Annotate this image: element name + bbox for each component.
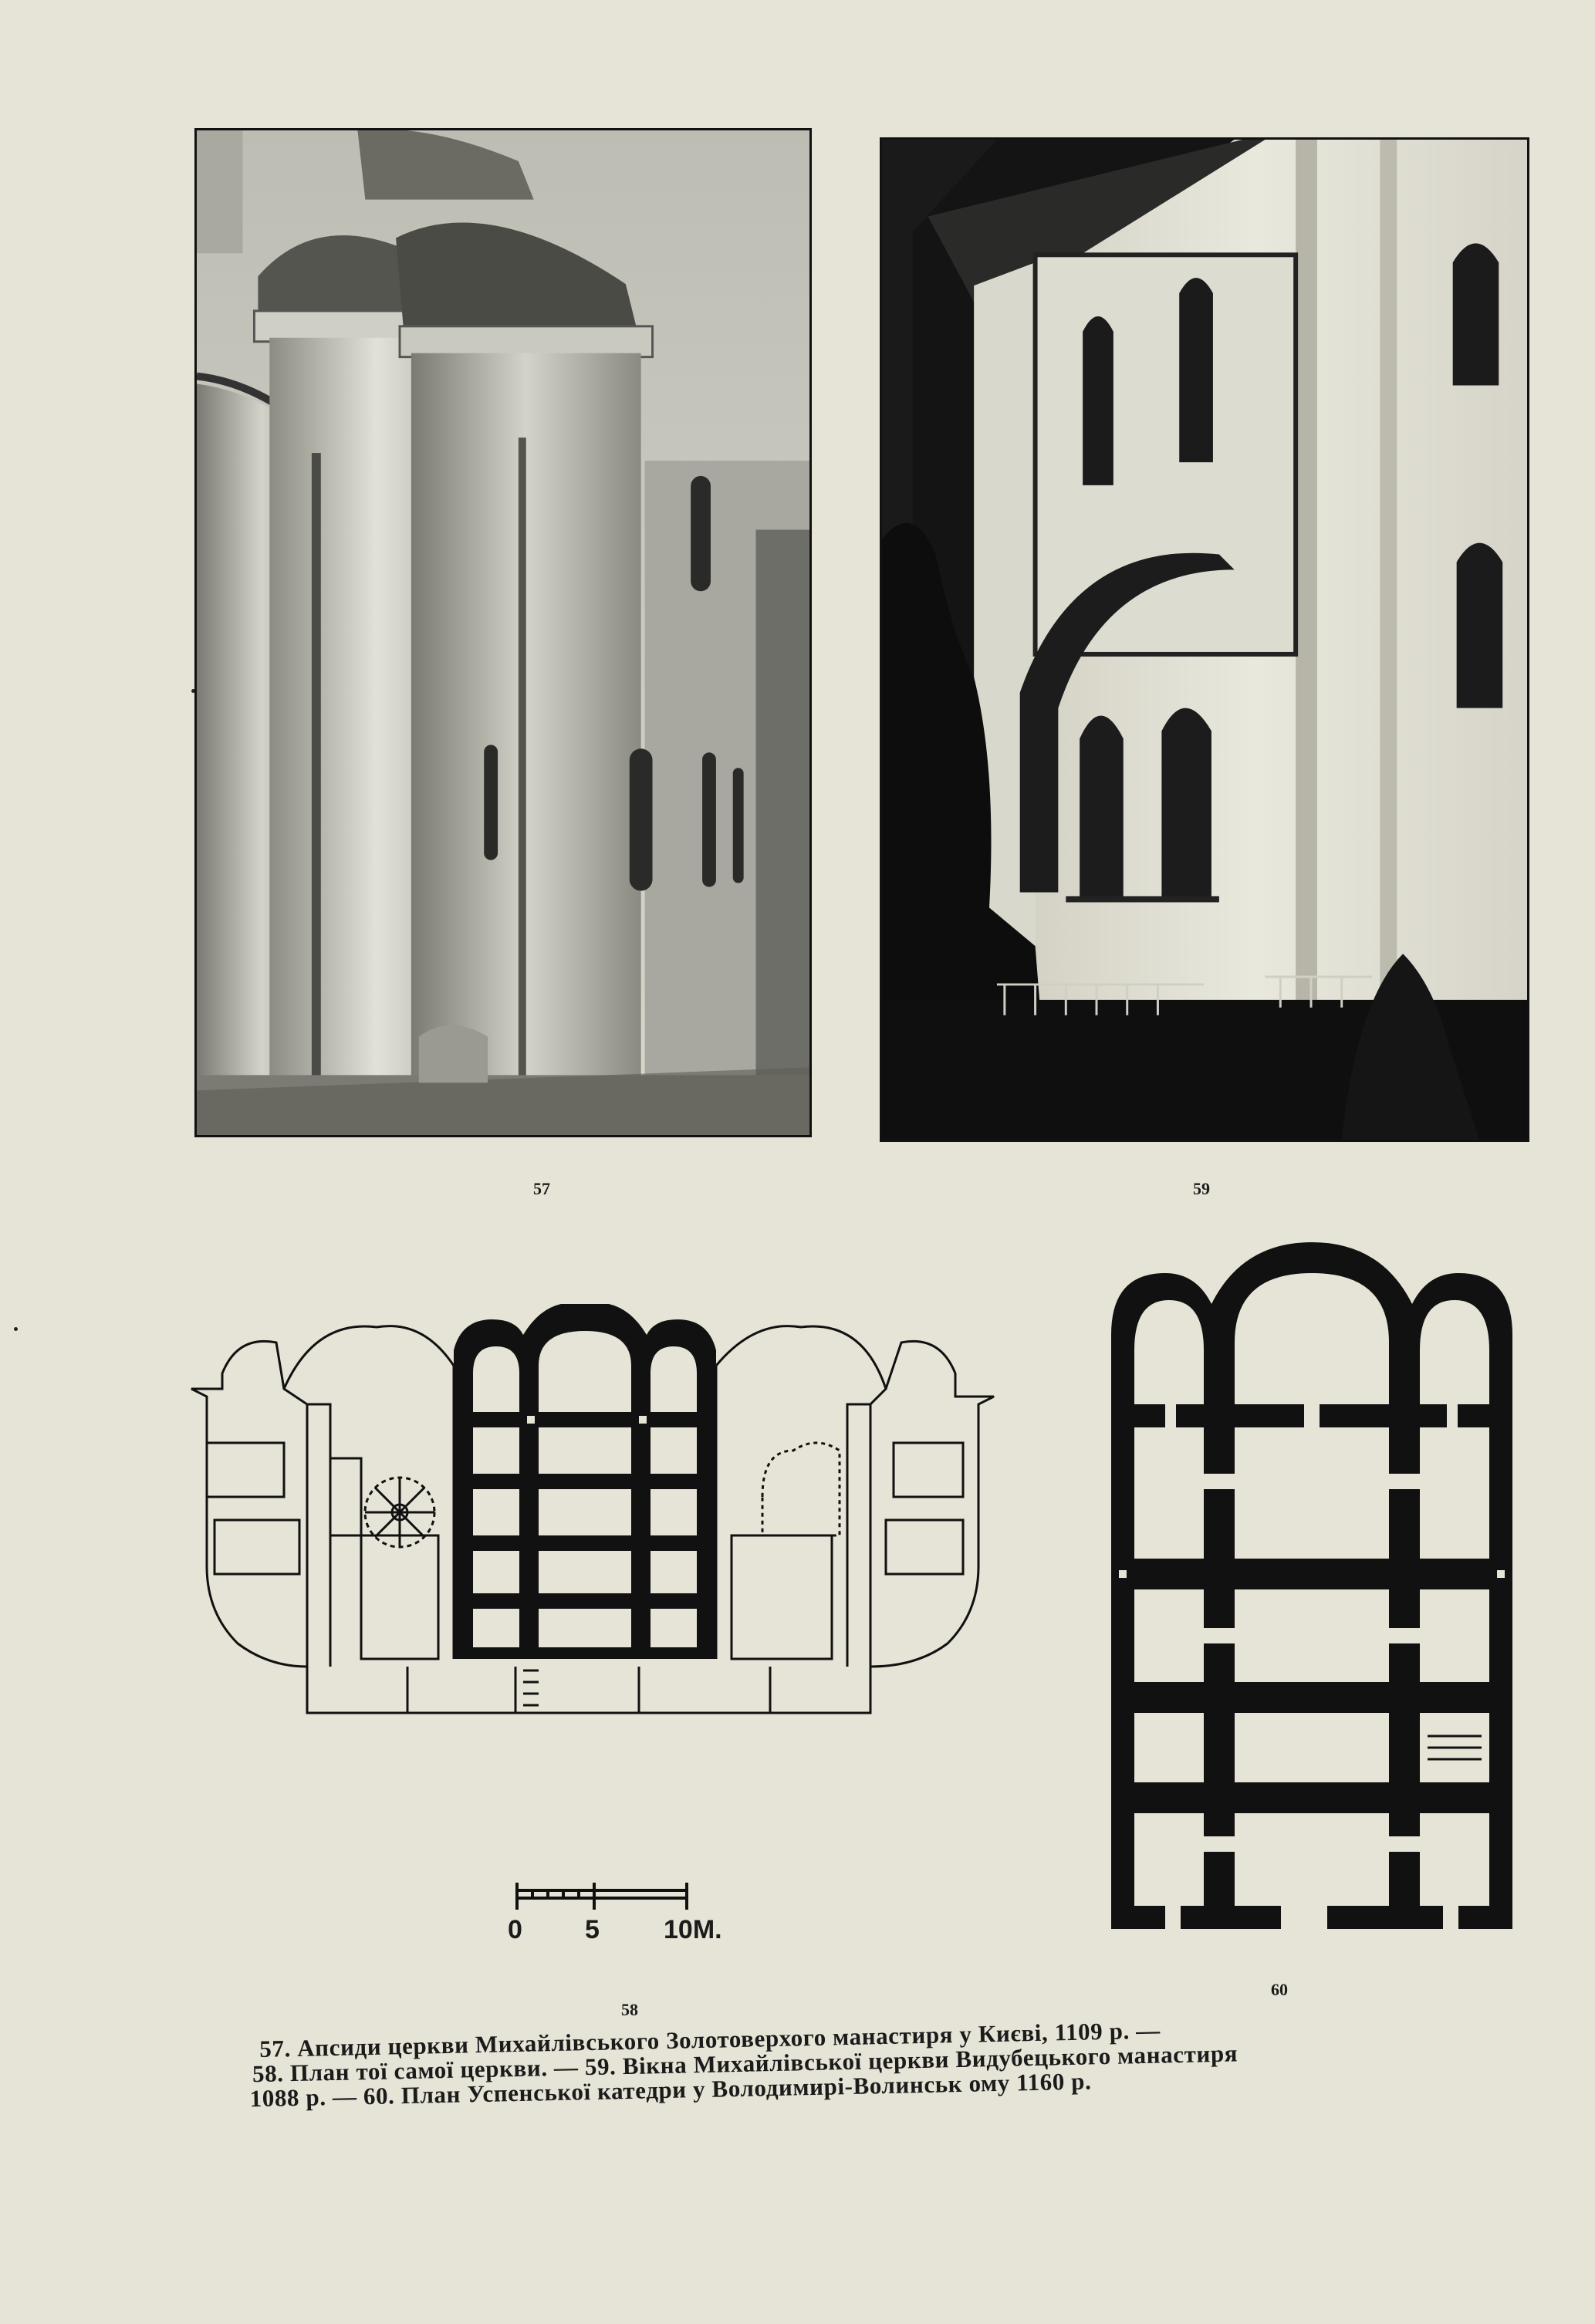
plan-st-michael-church	[176, 1304, 1017, 1860]
photo-apses-image	[197, 130, 809, 1135]
ink-speck	[14, 1327, 18, 1331]
figure-number-59: 59	[1193, 1179, 1210, 1198]
figure-caption: 57. Апсиди церкви Михайлівського Золотов…	[249, 2012, 1465, 2113]
scale-bar: 0 5 10М.	[502, 1875, 733, 1960]
scale-label-5: 5	[585, 1915, 600, 1944]
plan-58-drawing	[191, 1304, 995, 1714]
photo-apses-st-michael	[194, 128, 812, 1137]
figure-number-60: 60	[1271, 1980, 1288, 1999]
plan-60-drawing	[1096, 1242, 1528, 1929]
figure-number-58: 58	[621, 2000, 638, 2019]
photo-windows-image	[882, 140, 1527, 1140]
ink-speck	[191, 689, 195, 693]
plan-dormition-cathedral	[1096, 1242, 1528, 1944]
figure-number-57: 57	[533, 1179, 550, 1198]
scale-label-0: 0	[508, 1915, 522, 1944]
scale-bar-graphic	[515, 1883, 688, 1910]
scale-label-10: 10М.	[664, 1915, 722, 1944]
photo-windows-vydubychi	[880, 137, 1529, 1142]
scale-bar-labels: 0 5 10М.	[502, 1915, 733, 1954]
